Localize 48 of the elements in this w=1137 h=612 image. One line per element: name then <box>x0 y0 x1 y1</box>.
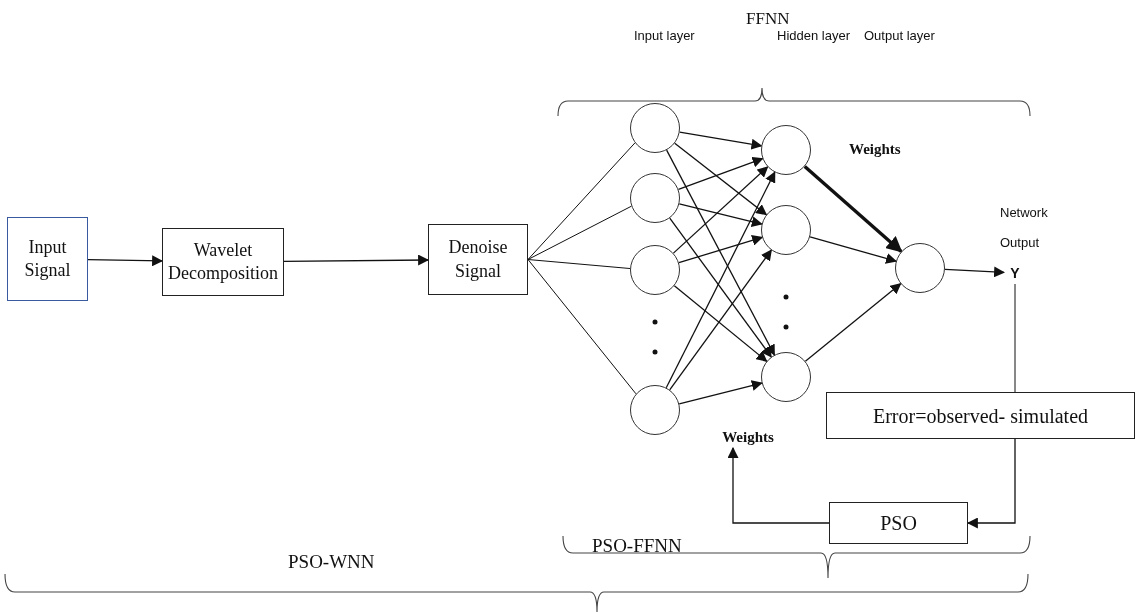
arrow <box>669 217 772 358</box>
arrow <box>678 380 763 405</box>
connector-line <box>1014 283 1016 393</box>
arrow <box>678 203 763 228</box>
neuron-circle <box>630 173 680 223</box>
output-caption: Network Output <box>1000 204 1049 252</box>
process-box: Error=observed- simulated <box>826 392 1135 439</box>
arrow <box>674 142 768 216</box>
neuron-circle <box>630 385 680 435</box>
arrow <box>944 266 1006 278</box>
arrow <box>669 249 772 391</box>
neuron-circle <box>630 245 680 295</box>
weights-label: Weights <box>714 426 782 448</box>
process-box: PSO <box>829 502 968 544</box>
brace-label: FFNN <box>746 9 790 29</box>
arrow <box>809 236 897 264</box>
neuron-circle <box>761 352 811 402</box>
arrow <box>966 438 1016 529</box>
neuron-circle <box>761 205 811 255</box>
process-box: Wavelet Decomposition <box>162 228 284 296</box>
connector-line <box>527 259 631 269</box>
arrow <box>803 165 903 253</box>
arrow <box>672 166 769 254</box>
output-symbol: Y <box>1004 262 1026 284</box>
arrow <box>727 446 830 524</box>
connector-line <box>527 205 632 260</box>
connector-line <box>527 142 636 260</box>
arrow <box>87 255 164 267</box>
layer-label: Output layer <box>864 28 935 43</box>
neuron-circle <box>761 125 811 175</box>
arrow <box>666 149 775 356</box>
layer-label: Input layer <box>634 28 695 43</box>
neuron-circle <box>630 103 680 153</box>
process-box: Input Signal <box>7 217 88 301</box>
arrow <box>665 171 776 389</box>
weights-label: Weights <box>849 141 901 158</box>
connector-line <box>527 259 637 395</box>
neuron-circle <box>895 243 945 293</box>
layer-label: Hidden layer <box>777 28 850 43</box>
arrow <box>673 285 768 362</box>
brace-label: PSO-FFNN <box>592 535 682 557</box>
arrow <box>677 156 764 191</box>
brace-label: PSO-WNN <box>288 551 375 573</box>
process-box: Denoise Signal <box>428 224 528 295</box>
arrow <box>283 254 430 266</box>
arrow <box>678 234 764 264</box>
arrow <box>804 283 902 362</box>
arrow <box>679 131 763 150</box>
